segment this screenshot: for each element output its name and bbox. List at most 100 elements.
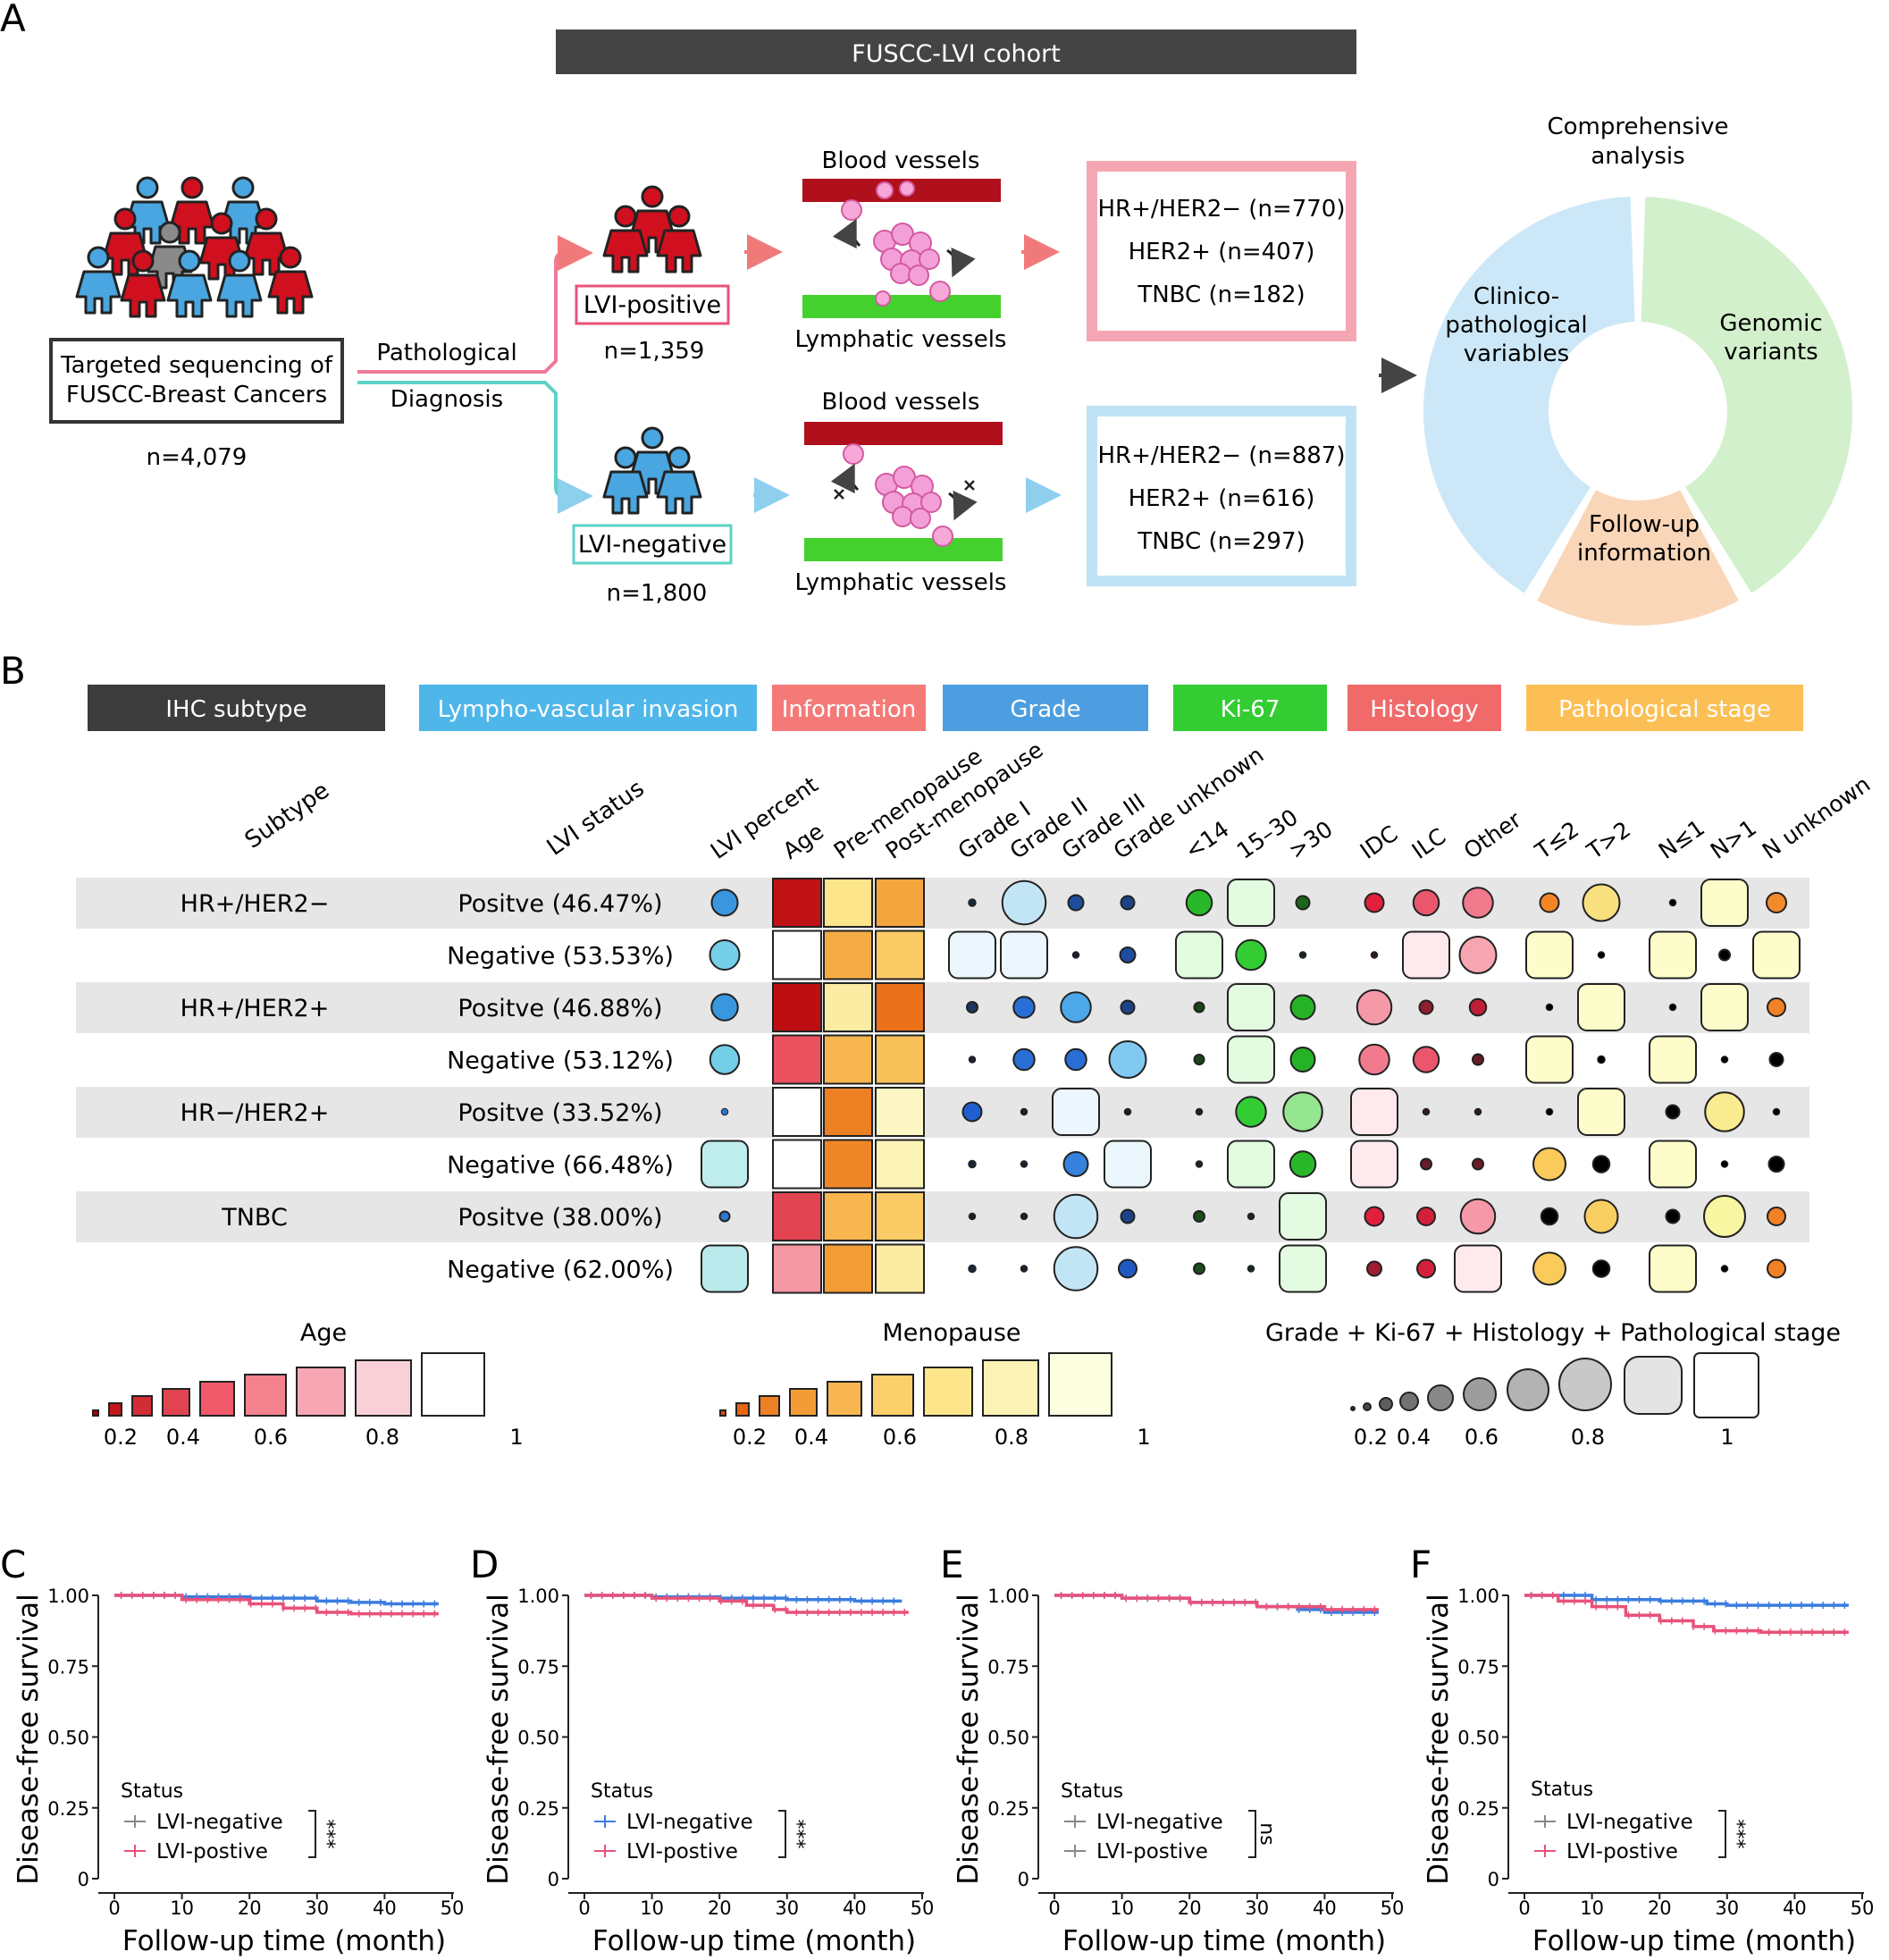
legend-square (923, 1367, 973, 1417)
column-header: N≤1 (1654, 814, 1709, 864)
km-legend-label: LVI-postive (1566, 1840, 1678, 1863)
matrix-dot (1458, 936, 1498, 974)
matrix-dot (1583, 1199, 1619, 1234)
legend-square (162, 1388, 190, 1417)
km-x-tick-label: 10 (170, 1897, 194, 1919)
matrix-box (948, 930, 996, 980)
km-y-tick-label: 0.50 (1457, 1728, 1499, 1749)
donut-segment-label: Genomic (1719, 310, 1822, 337)
matrix-dot (1412, 888, 1440, 917)
matrix-box (1454, 1244, 1502, 1293)
pos-subtype-1: HR+/HER2− (n=770) (1098, 196, 1346, 223)
km-y-label: Disease-free survival (483, 1594, 515, 1885)
category-header (419, 685, 757, 731)
km-y-label: Disease-free survival (953, 1594, 985, 1885)
km-legend-title: Status (121, 1780, 183, 1803)
matrix-dot (1064, 1047, 1087, 1072)
matrix-box (1175, 930, 1223, 980)
km-significance: ns (1255, 1822, 1278, 1845)
donut-segment (1537, 490, 1739, 627)
matrix-box (1279, 1192, 1327, 1241)
matrix-square (875, 1243, 925, 1294)
matrix-dot (1289, 994, 1316, 1021)
category-header (1173, 685, 1327, 731)
legend-square (296, 1367, 346, 1417)
km-panel-letter: D (470, 1543, 499, 1586)
km-series-line (1524, 1594, 1849, 1634)
matrix-square (875, 1139, 925, 1190)
matrix-box (1104, 1140, 1152, 1189)
matrix-dot (1473, 1107, 1482, 1116)
matrix-dot (1235, 938, 1267, 972)
matrix-square (772, 1034, 822, 1085)
km-y-tick-label: 0.25 (987, 1798, 1029, 1820)
matrix-dot (1289, 1150, 1317, 1178)
matrix-dot (1422, 1107, 1431, 1116)
legend-square (92, 1409, 99, 1417)
km-significance: *** (315, 1820, 338, 1849)
km-y-tick-label: 0.50 (517, 1728, 559, 1749)
panel-letter-b: B (0, 649, 26, 693)
km-y-tick-label: 0.25 (517, 1798, 559, 1820)
matrix-dot (968, 1212, 977, 1221)
category-header-label: Histology (1370, 696, 1478, 723)
km-legend-title: Status (1531, 1779, 1593, 1801)
matrix-dot (1767, 1258, 1786, 1279)
legend-square (199, 1381, 235, 1417)
category-header-label: Ki-67 (1221, 696, 1280, 723)
matrix-dot (1704, 1091, 1745, 1132)
legend-square (355, 1359, 412, 1417)
col-header-subtype: Subtype (240, 777, 334, 854)
matrix-dot (1420, 1157, 1432, 1171)
column-header: T>2 (1582, 816, 1635, 864)
matrix-dot (1067, 894, 1085, 912)
matrix-dot (1545, 1107, 1554, 1116)
km-y-label: Disease-free survival (1423, 1594, 1455, 1885)
negative-subtypes-box (1087, 406, 1356, 586)
negative-branch-line (357, 381, 593, 514)
pos-subtype-2: HER2+ (n=407) (1129, 239, 1315, 265)
km-y-tick-label: 0 (78, 1869, 89, 1890)
matrix-dot (1462, 887, 1494, 919)
km-significance-bracket (778, 1810, 786, 1858)
matrix-dot (1053, 1246, 1099, 1291)
lvi-negative-label-box (572, 524, 733, 565)
matrix-dot (961, 1101, 983, 1123)
negative-group-icon (602, 426, 702, 515)
matrix-dot (1591, 1155, 1611, 1173)
matrix-dot (1532, 1147, 1566, 1182)
km-x-tick-label: 0 (578, 1897, 590, 1919)
legend-tick: 1 (1137, 1425, 1150, 1450)
row-lvi-status: Negative (66.48%) (447, 1152, 674, 1180)
matrix-dot (1668, 898, 1677, 907)
km-x-tick-label: 40 (373, 1897, 397, 1919)
legend-square (1048, 1352, 1112, 1417)
donut-segment (1641, 197, 1852, 593)
matrix-dot (1767, 997, 1786, 1017)
donut-title-2: analysis (1591, 143, 1684, 170)
km-x-tick-label: 50 (441, 1897, 465, 1919)
category-header-label: Pathological stage (1558, 696, 1771, 723)
km-y-tick-label: 0.25 (47, 1798, 89, 1820)
matrix-dot (1545, 1003, 1554, 1012)
matrix-square (823, 1087, 873, 1137)
positive-vessel-illustration: Blood vessels Lymphatic vessels (795, 147, 1007, 353)
matrix-dot (1195, 1160, 1204, 1168)
matrix-square (772, 930, 822, 980)
matrix-dot (1235, 1096, 1267, 1128)
matrix-dot (1120, 895, 1136, 911)
matrix-dot (1120, 1208, 1136, 1224)
neg-subtype-3: TNBC (n=297) (1137, 528, 1305, 555)
km-significance-bracket (1248, 1810, 1256, 1858)
legend-tick: 0.2 (733, 1425, 767, 1450)
km-x-tick-label: 20 (1648, 1897, 1672, 1919)
category-header-label: Information (782, 696, 917, 723)
km-x-label: Follow-up time (month) (122, 1925, 446, 1957)
km-y-tick-label: 0.75 (987, 1656, 1029, 1678)
matrix-dot (966, 1001, 978, 1014)
